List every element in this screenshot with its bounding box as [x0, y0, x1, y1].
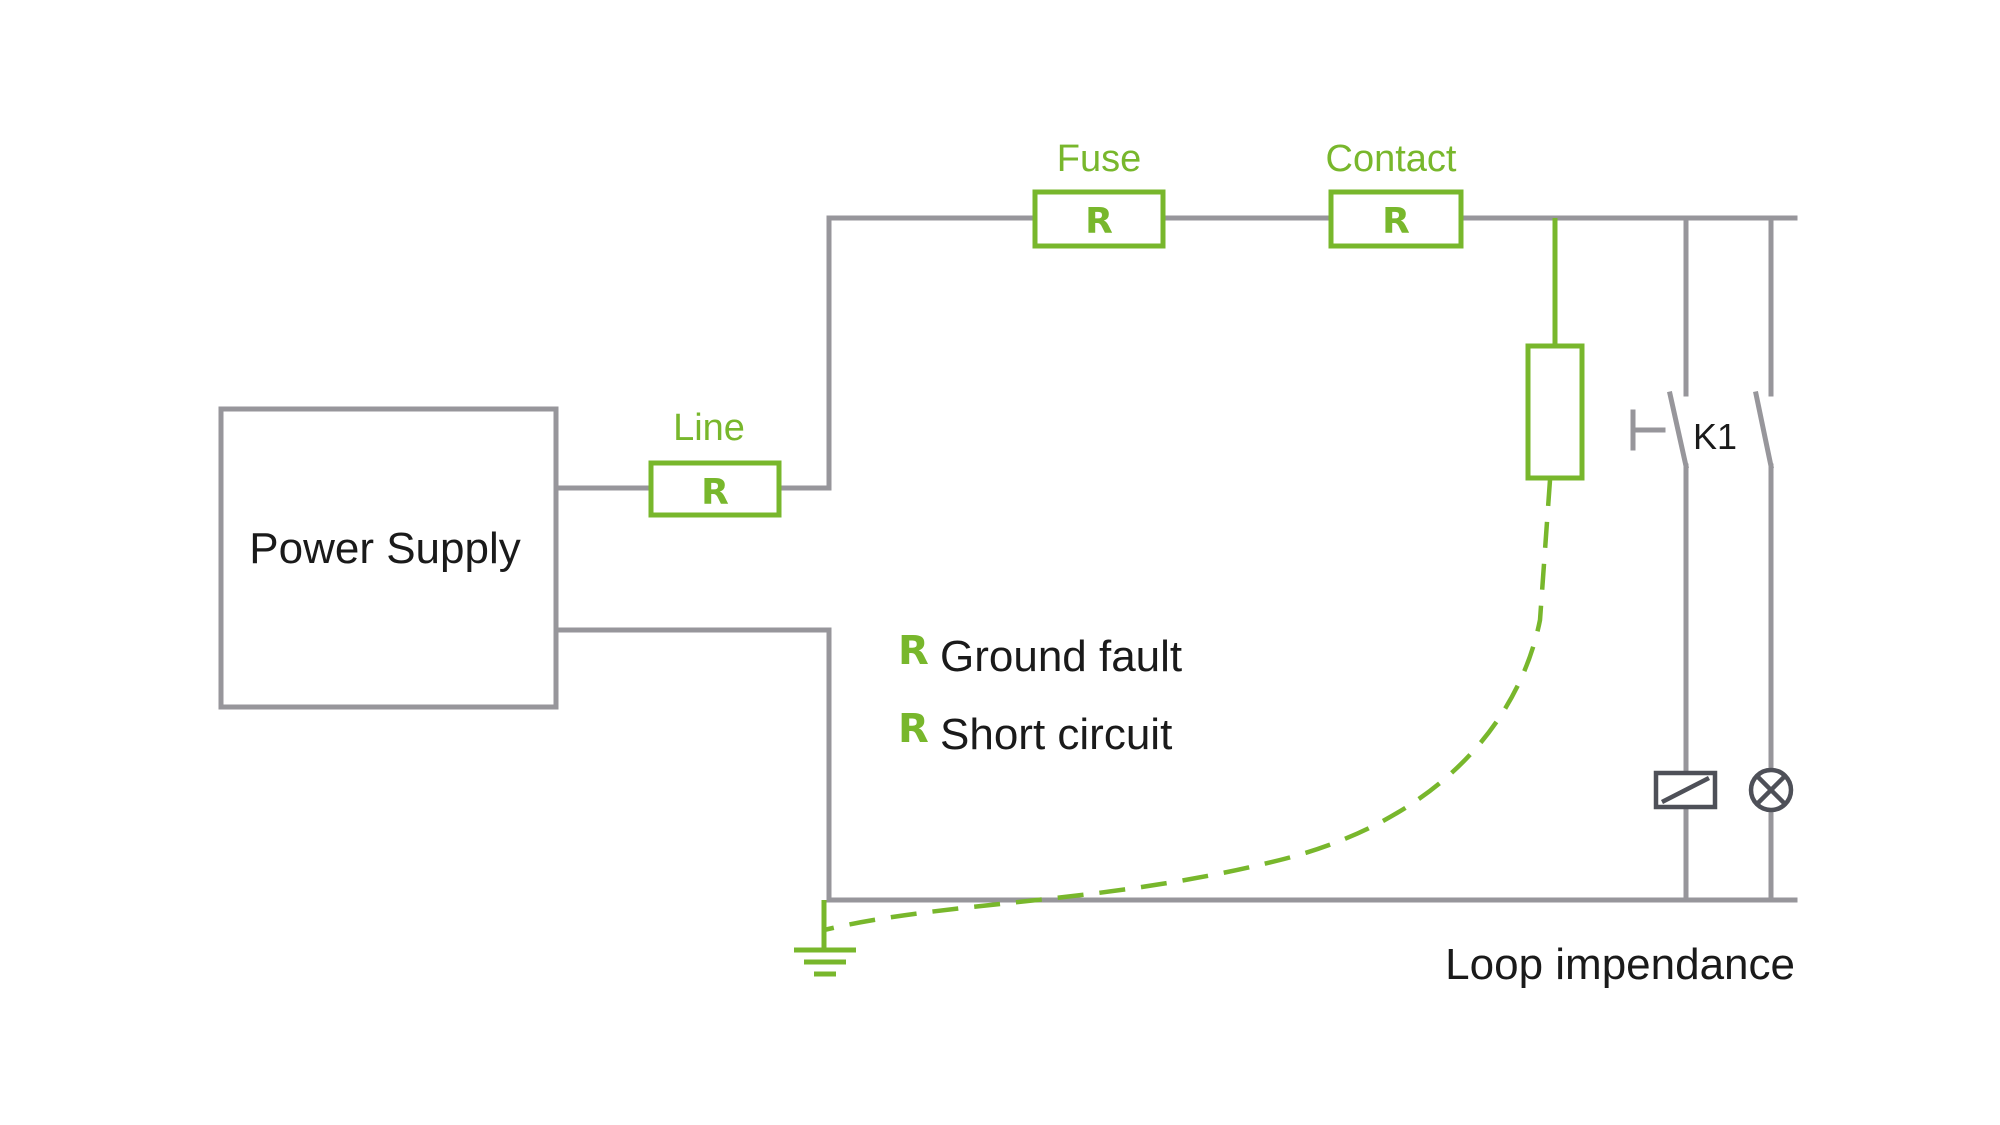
k1-contactor-switches: K1 — [1630, 391, 1774, 469]
wire-line-to-top — [776, 215, 1038, 491]
legend-ground-fault-symbol: R — [898, 628, 929, 674]
ground-symbol-icon — [794, 947, 856, 977]
legend: R Ground fault R Short circuit — [898, 628, 1182, 759]
normally-open-switch-icon — [1667, 391, 1689, 469]
fuse-resistor: R Fuse — [1032, 138, 1166, 249]
k1-label: K1 — [1693, 416, 1737, 457]
ground-fault-resistor-box — [1525, 343, 1585, 481]
legend-ground-fault-label: Ground fault — [940, 632, 1182, 681]
ground-fault-path — [821, 218, 1585, 948]
contact-resistor-label: Contact — [1326, 138, 1457, 180]
line-resistor-label: Line — [673, 407, 745, 449]
fuse-resistor-box — [1032, 189, 1166, 249]
loop-impedance-caption: Loop impendance — [1445, 940, 1795, 989]
contact-resistor: R Contact — [1326, 138, 1464, 249]
contact-resistor-symbol: R — [1382, 201, 1410, 242]
power-supply: Power Supply — [218, 406, 559, 710]
normally-open-switch-icon-2 — [1753, 391, 1774, 469]
legend-short-circuit-label: Short circuit — [940, 710, 1172, 759]
contact-resistor-box — [1328, 189, 1464, 249]
fuse-resistor-symbol: R — [1085, 201, 1113, 242]
supply-wires — [553, 215, 1798, 903]
line-resistor-symbol: R — [701, 472, 729, 513]
power-supply-box — [218, 406, 559, 710]
power-supply-label: Power Supply — [249, 524, 520, 573]
line-resistor-box — [648, 460, 782, 518]
fuse-resistor-label: Fuse — [1057, 138, 1141, 180]
legend-short-circuit-symbol: R — [898, 706, 929, 752]
lamp-icon — [1748, 767, 1794, 813]
line-resistor: R Line — [648, 407, 782, 518]
wire-return — [553, 627, 1798, 903]
ground-fault-dashed-line — [823, 479, 1553, 933]
relay-coil-icon — [1653, 770, 1718, 810]
